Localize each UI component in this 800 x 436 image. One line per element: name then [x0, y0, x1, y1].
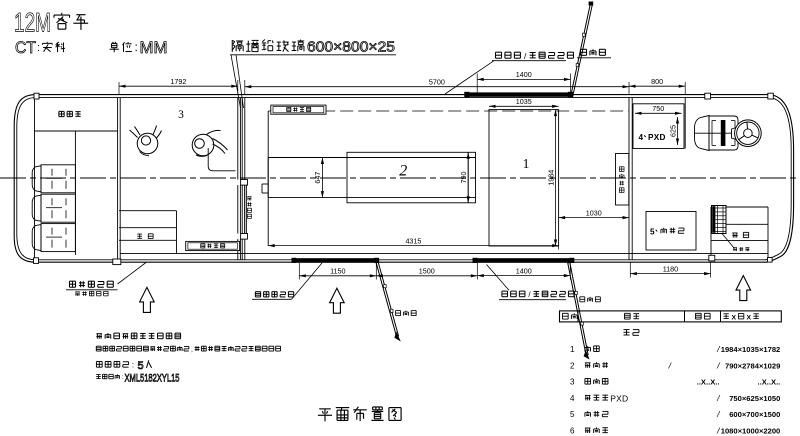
svg-text:790×2784×1029: 790×2784×1029: [725, 361, 780, 370]
svg-text:P: P: [610, 393, 616, 403]
svg-text:1030: 1030: [586, 208, 602, 217]
svg-text:1: 1: [523, 156, 530, 171]
svg-text:5: 5: [570, 410, 575, 419]
svg-text:750: 750: [652, 104, 664, 113]
svg-text:,: ,: [191, 346, 193, 353]
svg-text:1984: 1984: [546, 170, 555, 186]
svg-text:/: /: [716, 344, 721, 354]
svg-text:2: 2: [399, 163, 407, 180]
svg-text:1500: 1500: [419, 267, 435, 276]
svg-text:PXD: PXD: [648, 133, 666, 142]
svg-text:6: 6: [570, 427, 575, 436]
svg-text:1400: 1400: [516, 70, 532, 79]
svg-text:1792: 1792: [170, 77, 186, 86]
svg-text::: :: [132, 361, 134, 370]
svg-text:1035: 1035: [516, 97, 532, 106]
svg-text:D: D: [622, 393, 628, 403]
svg-text:2: 2: [570, 361, 575, 370]
svg-text::: :: [122, 374, 124, 381]
svg-text:CT: CT: [15, 39, 36, 57]
svg-text:3: 3: [178, 109, 184, 121]
svg-text:/: /: [716, 409, 721, 419]
svg-text:800: 800: [651, 77, 663, 86]
svg-text:/: /: [524, 51, 527, 61]
svg-text:/: /: [716, 426, 721, 436]
svg-text:5: 5: [138, 360, 144, 372]
svg-text:..X..X..: ..X..X..: [758, 378, 781, 387]
svg-text:..X..X..: ..X..X..: [697, 378, 720, 387]
svg-text:MM: MM: [140, 38, 168, 57]
svg-text:X: X: [732, 314, 737, 321]
svg-text:600×700×1500: 600×700×1500: [729, 410, 780, 419]
svg-text:1400: 1400: [516, 266, 532, 275]
svg-text:/: /: [528, 290, 531, 299]
svg-text:/: /: [716, 360, 721, 370]
svg-text:1150: 1150: [330, 267, 345, 276]
svg-text:600×800×25: 600×800×25: [307, 40, 395, 56]
svg-text:4: 4: [570, 394, 575, 403]
svg-text:5700: 5700: [429, 78, 445, 87]
svg-text:/: /: [668, 360, 673, 370]
svg-text:X: X: [616, 393, 622, 403]
svg-text:XML5182XYL15: XML5182XYL15: [125, 373, 180, 385]
svg-text:5: 5: [650, 228, 655, 237]
svg-text:4: 4: [639, 133, 644, 142]
svg-text:3: 3: [570, 378, 575, 387]
svg-text:/: /: [716, 393, 721, 403]
svg-text:790: 790: [459, 172, 468, 184]
svg-text:647: 647: [313, 172, 322, 184]
svg-text:625: 625: [668, 125, 677, 137]
svg-text:750×625×1050: 750×625×1050: [729, 394, 780, 403]
svg-text:1984×1035×1782: 1984×1035×1782: [721, 345, 781, 354]
svg-text:12M: 12M: [14, 8, 51, 38]
svg-text:4315: 4315: [405, 236, 421, 245]
svg-text:1080×1000×2200: 1080×1000×2200: [721, 427, 781, 436]
svg-text:1: 1: [570, 345, 575, 354]
svg-text::: :: [37, 42, 40, 54]
svg-text::: :: [135, 40, 138, 54]
svg-text:1180: 1180: [663, 264, 678, 273]
svg-text:X: X: [747, 314, 752, 321]
